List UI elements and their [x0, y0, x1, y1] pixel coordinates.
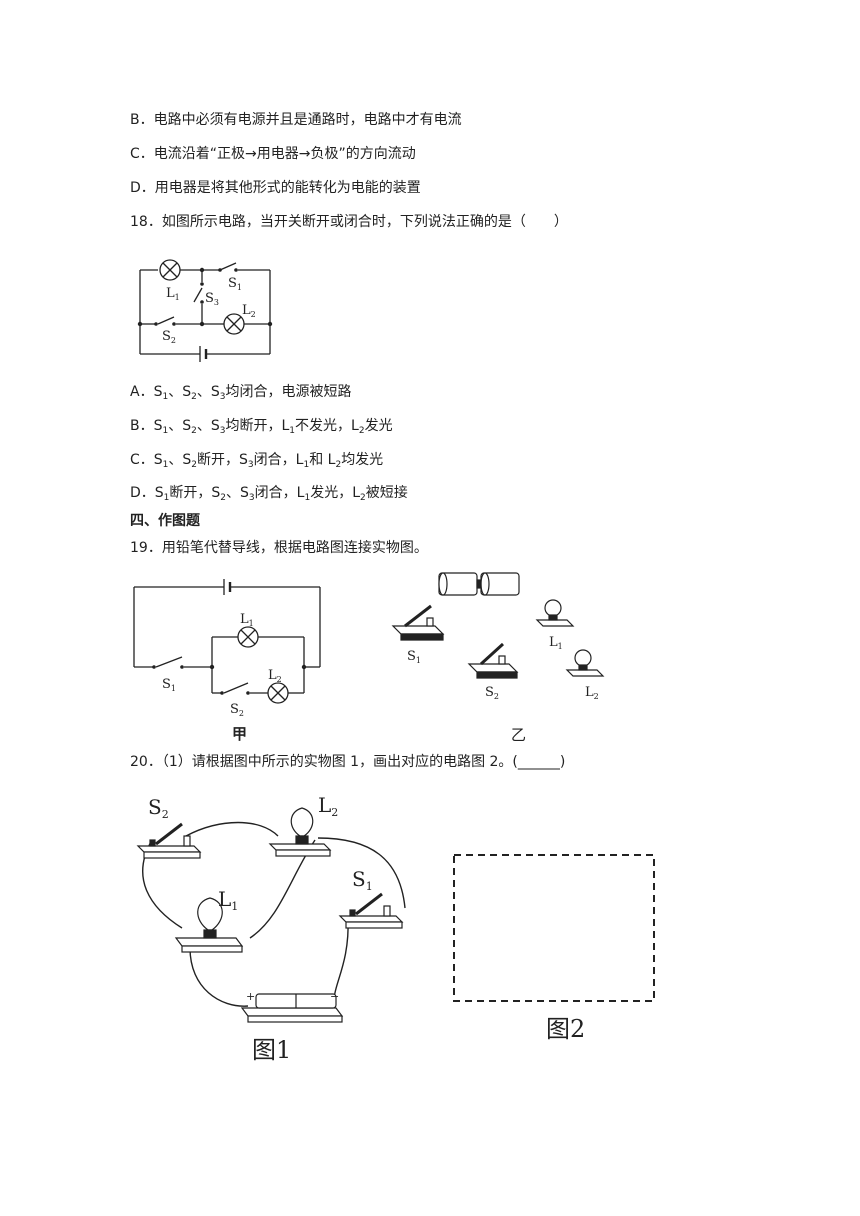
q18-option-d: D．S1断开，S2、S3闭合，L1发光，L2被短接	[130, 485, 408, 503]
q17-option-b: B．电路中必须有电源并且是通路时，电路中才有电流	[130, 112, 462, 128]
q20-answer-area-fig2: 图2	[450, 852, 660, 1052]
q19-yi-label-l2: L2	[585, 685, 599, 701]
answer-box	[453, 854, 655, 1002]
q18-label-l2: L2	[242, 303, 256, 319]
q19-caption-yi: 乙	[511, 726, 526, 744]
q19-physical-diagram-yi: S1 S2 L1 L2 乙	[385, 568, 625, 748]
q20-battery-plus: +	[246, 990, 255, 1003]
q20-label-l1: L1	[218, 887, 238, 913]
q19-yi-label-s1: S1	[407, 649, 421, 665]
q18-circuit-diagram: L1 S1 S3 L2 S2	[130, 252, 280, 362]
q20-caption-fig1: 图1	[252, 1036, 291, 1064]
q18-option-b: B．S1、S2、S3均断开，L1不发光，L2发光	[130, 418, 393, 436]
q19-yi-label-l1: L1	[549, 635, 563, 651]
q18-label-s3: S3	[205, 291, 219, 307]
q19-jia-label-l1: L1	[240, 612, 254, 628]
q20-physical-diagram-fig1: S2 L2 S1 L1 + − 图1	[130, 788, 420, 1068]
section-title: 四、作图题	[130, 513, 200, 529]
q20-label-s2: S2	[148, 795, 169, 821]
q20-battery-minus: −	[330, 990, 339, 1003]
q19-stem: 19．用铅笔代替导线，根据电路图连接实物图。	[130, 540, 428, 556]
q20-label-s1: S1	[352, 867, 373, 893]
q19-jia-label-s1: S1	[162, 677, 176, 693]
q18-label-l1: L1	[166, 286, 180, 302]
q20-label-l2: L2	[318, 793, 338, 819]
q20-caption-fig2: 图2	[546, 1015, 585, 1043]
q18-option-c: C．S1、S2断开，S3闭合，L1和 L2均发光	[130, 452, 384, 470]
q18-stem: 18．如图所示电路，当开关断开或闭合时，下列说法正确的是（ ）	[130, 214, 568, 230]
q20-stem: 20．（1）请根据图中所示的实物图 1，画出对应的电路图 2。(______)	[130, 754, 566, 770]
q17-option-c: C．电流沿着“正极→用电器→负极”的方向流动	[130, 146, 416, 162]
q19-jia-label-l2: L2	[268, 668, 282, 684]
q19-jia-label-s2: S2	[230, 702, 244, 718]
q19-yi-label-s2: S2	[485, 685, 499, 701]
q18-label-s1: S1	[228, 276, 242, 292]
q18-option-a: A．S1、S2、S3均闭合，电源被短路	[130, 384, 352, 402]
q18-label-s2: S2	[162, 329, 176, 345]
q17-option-d: D．用电器是将其他形式的能转化为电能的装置	[130, 180, 421, 196]
q19-circuit-diagram-jia: L1 L2 S1 S2 甲	[128, 575, 328, 745]
q19-caption-jia: 甲	[232, 725, 247, 743]
